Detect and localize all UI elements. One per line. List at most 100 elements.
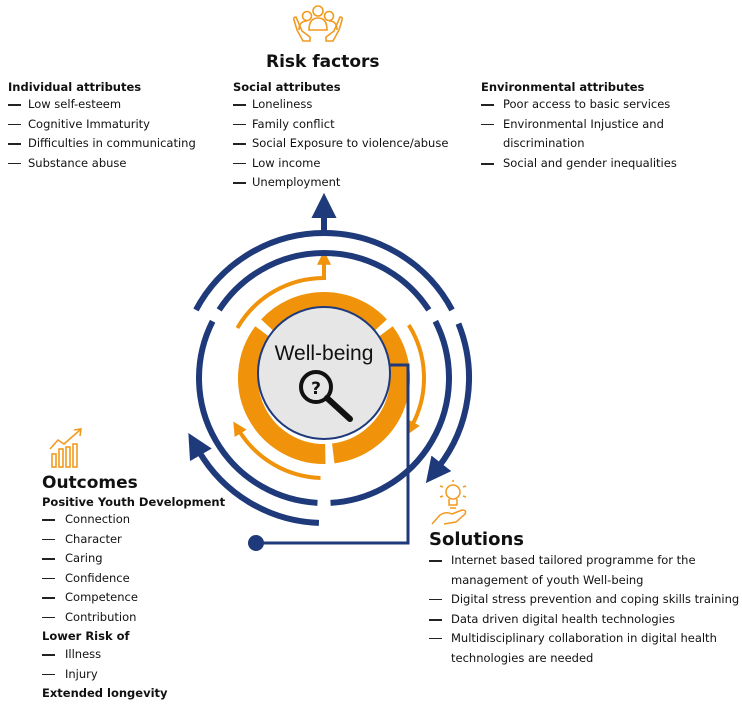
list-item-text: Digital stress prevention and coping ski… bbox=[451, 592, 740, 607]
list-item: Environmental Injustice and discriminati… bbox=[481, 115, 677, 154]
list-item: Social Exposure to violence/abuse bbox=[233, 134, 448, 154]
dash-bullet-icon bbox=[8, 143, 21, 146]
blue-ring-segment bbox=[196, 319, 318, 506]
list-item-text: Character bbox=[65, 531, 122, 546]
list-item-text: Substance abuse bbox=[28, 155, 127, 170]
list-item: Data driven digital health technologies bbox=[429, 610, 739, 630]
dash-bullet-icon bbox=[233, 104, 246, 106]
list-item: Connection bbox=[42, 510, 138, 530]
dash-bullet-icon bbox=[481, 123, 494, 125]
list-item-text: Data driven digital health technologies bbox=[451, 611, 675, 626]
center-label: Well-being bbox=[275, 342, 374, 365]
list-item: Character bbox=[42, 530, 138, 550]
dash-bullet-icon bbox=[429, 599, 442, 601]
list-item-text: Family conflict bbox=[252, 116, 335, 131]
list-item-text: Social Exposure to violence/abuse bbox=[252, 136, 449, 151]
orange-ring-segment bbox=[261, 292, 387, 334]
dash-bullet-icon bbox=[42, 558, 55, 561]
solutions-list: Internet based tailored programme for th… bbox=[429, 551, 739, 669]
blue-arrow-solutions bbox=[425, 322, 472, 484]
list-item: Substance abuse bbox=[8, 154, 196, 174]
dash-bullet-icon bbox=[42, 519, 55, 521]
list-item: Poor access to basic services bbox=[481, 95, 677, 115]
list-item-text: Unemployment bbox=[252, 175, 341, 190]
environmental-attributes-heading: Environmental attributes bbox=[481, 80, 645, 94]
social-attributes-heading: Social attributes bbox=[233, 80, 341, 94]
list-item: Unemployment bbox=[233, 173, 448, 193]
list-item-text: Loneliness bbox=[252, 97, 313, 111]
list-item-text: Caring bbox=[65, 551, 103, 566]
list-item: Difficulties in communicating bbox=[8, 134, 196, 154]
dash-bullet-icon bbox=[481, 104, 494, 106]
dash-bullet-icon bbox=[8, 162, 21, 164]
dash-bullet-icon bbox=[42, 538, 55, 540]
list-item: Multidisciplinary collaboration in digit… bbox=[429, 629, 739, 668]
list-item-text: Internet based tailored programme for th… bbox=[451, 553, 696, 587]
dash-bullet-icon bbox=[42, 654, 55, 656]
list-item-text: Confidence bbox=[65, 570, 130, 585]
extended-longevity-heading: Extended longevity bbox=[42, 686, 168, 700]
dash-bullet-icon bbox=[429, 638, 442, 640]
blue-arrow-outcomes bbox=[188, 433, 320, 526]
dash-bullet-icon bbox=[8, 104, 21, 106]
list-item-text: Contribution bbox=[65, 609, 137, 624]
dash-bullet-icon bbox=[42, 597, 55, 600]
blue-ring-segment bbox=[330, 319, 452, 506]
people-in-hands-icon bbox=[292, 5, 344, 42]
list-item: Confidence bbox=[42, 569, 138, 589]
list-item: Loneliness bbox=[233, 95, 448, 115]
outcomes-title: Outcomes bbox=[42, 473, 138, 493]
list-item-text: Illness bbox=[65, 647, 102, 661]
list-item-text: Connection bbox=[65, 512, 131, 526]
risk-factors-title: Risk factors bbox=[266, 52, 380, 72]
dash-bullet-icon bbox=[42, 616, 55, 618]
list-item: Family conflict bbox=[233, 115, 448, 135]
list-item: Low income bbox=[233, 154, 448, 174]
orange-arrow-solutions bbox=[407, 323, 426, 435]
list-item: Low self-esteem bbox=[8, 95, 196, 115]
individual-attributes-heading: Individual attributes bbox=[8, 80, 142, 94]
list-item-text: Low self-esteem bbox=[28, 97, 122, 111]
connector-dot bbox=[248, 535, 264, 551]
list-item-text: Injury bbox=[65, 666, 98, 681]
list-item: Social and gender inequalities bbox=[481, 154, 677, 174]
list-item: Caring bbox=[42, 549, 138, 569]
list-item: Competence bbox=[42, 588, 138, 608]
lower-risk-heading: Lower Risk of bbox=[42, 629, 130, 643]
connector-line bbox=[256, 363, 410, 545]
solutions-title: Solutions bbox=[429, 529, 524, 550]
list-item-text: Environmental Injustice and discriminati… bbox=[503, 116, 664, 151]
dash-bullet-icon bbox=[42, 577, 55, 579]
orange-arrow-outcomes bbox=[233, 421, 321, 480]
blue-ring-segment bbox=[216, 250, 432, 312]
dash-bullet-icon bbox=[233, 162, 246, 164]
list-item-text: Social and gender inequalities bbox=[503, 155, 677, 170]
lightbulb-hand-icon bbox=[431, 480, 467, 525]
dash-bullet-icon bbox=[233, 143, 246, 146]
positive-youth-development-heading: Positive Youth Development bbox=[42, 495, 226, 509]
list-item: Contribution bbox=[42, 608, 138, 628]
dash-bullet-icon bbox=[233, 123, 246, 125]
magnifier-question-icon: ? bbox=[299, 370, 353, 422]
list-item-text: Multidisciplinary collaboration in digit… bbox=[451, 631, 717, 665]
orange-ring-segment bbox=[331, 326, 410, 464]
dash-bullet-icon bbox=[42, 673, 55, 675]
list-item-text: Low income bbox=[252, 155, 321, 170]
blue-arc-risk bbox=[193, 230, 455, 312]
dash-bullet-icon bbox=[481, 162, 494, 165]
list-item-text: Difficulties in communicating bbox=[28, 136, 196, 151]
list-item-text: Poor access to basic services bbox=[503, 97, 671, 111]
list-item: Illness bbox=[42, 645, 101, 665]
orange-ring-segment bbox=[238, 326, 326, 464]
list-item: Injury bbox=[42, 665, 101, 685]
list-item-text: Cognitive Immaturity bbox=[28, 116, 150, 131]
dash-bullet-icon bbox=[8, 123, 21, 125]
orange-arrow-risk bbox=[235, 266, 326, 330]
dash-bullet-icon bbox=[233, 182, 246, 185]
